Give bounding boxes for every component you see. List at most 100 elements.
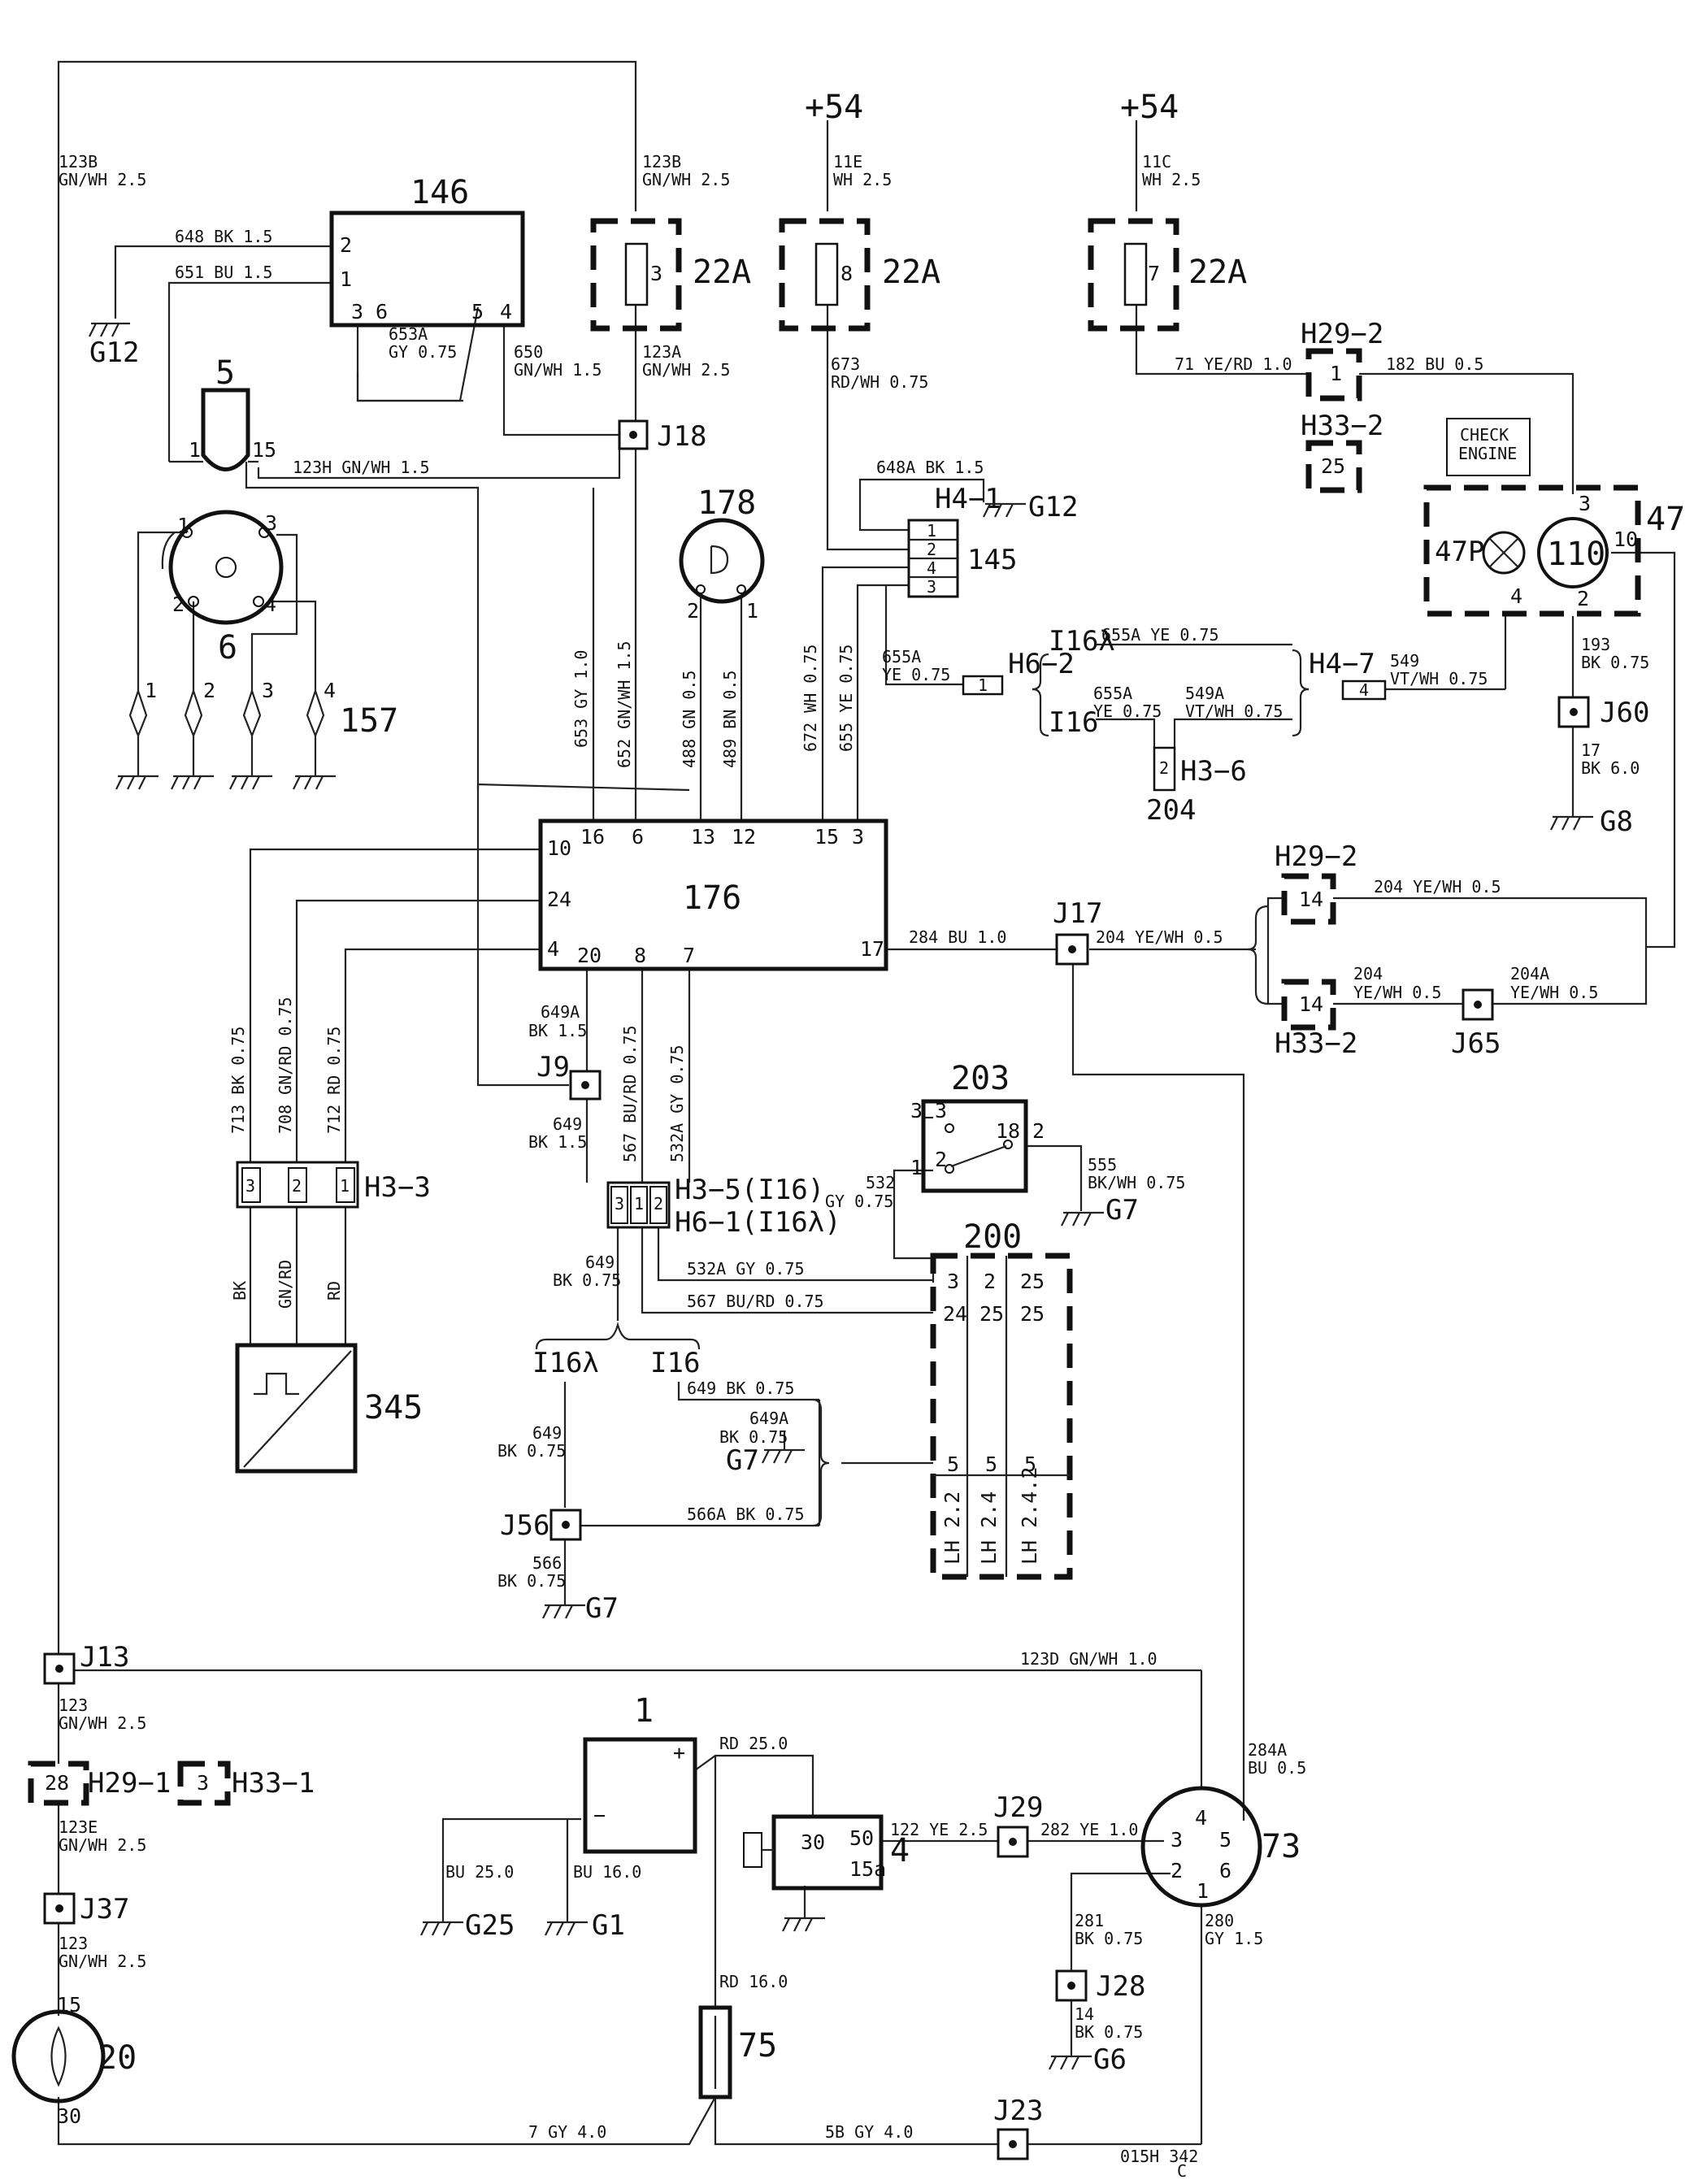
label-123-1: 123 <box>59 1696 88 1715</box>
label-204-b2: YE/WH 0.5 <box>1353 983 1441 1002</box>
connector-h4-1-label: H4−1 <box>935 483 1001 515</box>
wire-157-1 <box>137 531 187 691</box>
pin-203-3-inner: 3 <box>935 1099 947 1122</box>
fuse-22a-2: 8 22A <box>779 218 940 332</box>
label-rd25: RD 25.0 <box>719 1734 788 1753</box>
wire-673 <box>826 294 909 551</box>
label-655a-5: YE 0.75 <box>1093 701 1162 721</box>
component-146-box <box>329 211 525 328</box>
junction-j37[interactable]: J37 <box>43 1892 129 1926</box>
pin-157-2: 2 <box>203 679 215 702</box>
wire-h33-bus <box>1634 897 1648 1005</box>
pin-145-3: 3 <box>927 577 936 597</box>
c200-r2-2: 25 <box>1020 1302 1045 1326</box>
label-655: 655 YE 0.75 <box>836 645 856 752</box>
component-75-label: 75 <box>738 2027 777 2065</box>
c200-label-lh24: LH 2.4 <box>977 1491 1001 1565</box>
label-14-1: 14 <box>1075 2004 1094 2024</box>
pin-h4-7-4: 4 <box>1359 680 1369 700</box>
pin-h33-2-25: 25 <box>1321 454 1345 478</box>
brace-h4-7 <box>1292 649 1310 737</box>
junction-j29[interactable]: J29 <box>993 1791 1043 1858</box>
junction-j56[interactable]: J56 <box>500 1509 582 1542</box>
connector-h29-1: 28 H29−1 <box>28 1761 171 1806</box>
junction-j13[interactable]: J13 <box>43 1641 129 1685</box>
junction-j28[interactable]: J28 <box>1055 1969 1145 2003</box>
label-649-1: 649 <box>553 1114 582 1134</box>
junction-j65[interactable]: J65 <box>1451 988 1501 1060</box>
connector-h3-5-h6-1: 3 1 2 H3−5(I16) H6−1(I16λ) <box>606 1174 841 1239</box>
pin-h3-3-3: 3 <box>245 1176 255 1196</box>
junction-j17[interactable]: J17 <box>1053 897 1102 966</box>
label-549a-1: 549A <box>1185 684 1224 703</box>
label-204-b1: 204 <box>1353 964 1383 983</box>
wire-549a <box>1173 718 1292 748</box>
component-157: 1 2 3 4 157 <box>128 679 398 764</box>
pin-157-4: 4 <box>324 679 336 702</box>
pin-6-3: 3 <box>265 511 277 535</box>
junction-j56-label: J56 <box>500 1509 549 1542</box>
label-204a-1: 204A <box>1510 964 1549 983</box>
label-673-2: RD/WH 0.75 <box>831 372 928 392</box>
connector-h3-5-label: H3−5(I16) <box>675 1174 824 1206</box>
ground-g12-left-label: G12 <box>89 337 139 369</box>
junction-j28-label: J28 <box>1096 1970 1145 2003</box>
connector-h3-3: 3 2 1 H3−3 <box>236 1161 431 1209</box>
junction-j23[interactable]: J23 <box>993 2095 1043 2160</box>
component-75-fuse: 75 <box>698 2005 777 2099</box>
label-712: 712 RD 0.75 <box>324 1027 344 1134</box>
label-655a-2: YE 0.75 <box>882 665 950 684</box>
wire-47-10 <box>1611 551 1676 949</box>
component-200: 200 3 2 25 24 25 25 5 5 5 LH 2.2 LH 2.4 … <box>930 1218 1073 1580</box>
connector-h29-2-top: 1 H29−2 <box>1301 318 1383 402</box>
drawing-id: 015H 342 <box>1120 2147 1198 2166</box>
component-204-label: 204 <box>1146 794 1196 827</box>
connector-h3-3-label: H3−3 <box>364 1171 431 1204</box>
label-7gy: 7 GY 4.0 <box>528 2122 606 2142</box>
component-157-label: 157 <box>340 702 398 740</box>
pin-203-2-outer: 2 <box>1032 1119 1045 1143</box>
component-178-label: 178 <box>697 484 756 522</box>
ground-starter <box>782 1917 825 1932</box>
wire-labels: 123B GN/WH 2.5 123B GN/WH 2.5 11E WH 2.5… <box>59 152 1649 2142</box>
label-649d-2: BK 0.75 <box>497 1441 566 1461</box>
component-178: 178 2 1 <box>679 484 765 623</box>
label-123a-2: GN/WH 2.5 <box>642 360 730 380</box>
connector-h29-2-right-label: H29−2 <box>1275 840 1357 873</box>
component-20-ignition: 20 15 30 <box>11 1993 137 2128</box>
junction-j18[interactable]: J18 <box>618 419 706 453</box>
pin-146-2: 2 <box>340 233 352 257</box>
pin-176-15: 15 <box>814 825 839 849</box>
wire-7gy <box>57 2096 716 2146</box>
pin-4-30: 30 <box>801 1830 825 1854</box>
variant-i16l-bottom: I16λ <box>532 1347 599 1379</box>
wire-649bk <box>677 1382 819 1401</box>
component-6-label: 6 <box>218 629 237 666</box>
label-649a-b1: 649A <box>749 1409 788 1428</box>
label-649-2: BK 1.5 <box>528 1132 587 1152</box>
wire-532 <box>893 1169 935 1283</box>
label-549a-2: VT/WH 0.75 <box>1185 701 1283 721</box>
c200-r2-1: 25 <box>979 1302 1004 1326</box>
wire-648a <box>858 478 985 532</box>
brace-h6-2 <box>1032 653 1049 737</box>
pin-176-20: 20 <box>577 944 602 967</box>
pin-157-3: 3 <box>262 679 274 702</box>
label-123h: 123H GN/WH 1.5 <box>293 458 430 477</box>
component-20-label: 20 <box>98 2039 137 2077</box>
component-200-label: 200 <box>963 1218 1022 1256</box>
pin-73-3: 3 <box>1171 1828 1183 1852</box>
label-549-2: VT/WH 0.75 <box>1390 669 1488 688</box>
label-14-2: BK 0.75 <box>1075 2022 1143 2042</box>
pin-h3-3-2: 2 <box>292 1176 302 1196</box>
pin-203-2-inner: 2 <box>935 1148 947 1171</box>
label-567: 567 BU/RD 0.75 <box>620 1025 640 1162</box>
pin-176-4: 4 <box>547 937 559 961</box>
label-649a-2: BK 1.5 <box>528 1021 587 1040</box>
junction-j9[interactable]: J9 <box>536 1051 602 1101</box>
ground-g12-left: G12 <box>89 322 139 369</box>
label-gnrd: GN/RD <box>276 1260 295 1309</box>
ground-g7-566: G7 <box>542 1592 619 1625</box>
junction-j60[interactable]: J60 <box>1557 696 1649 729</box>
